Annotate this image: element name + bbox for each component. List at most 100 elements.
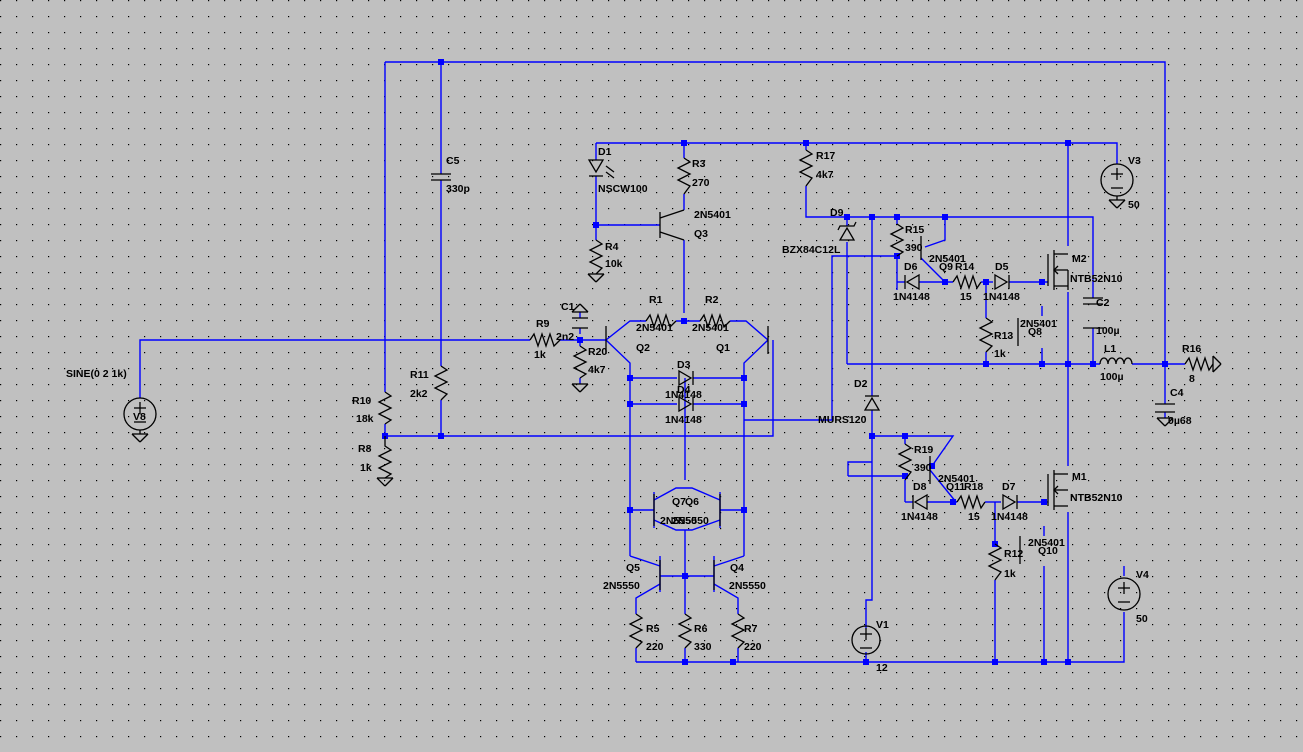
label-d2-ref: D2 xyxy=(854,378,868,390)
resistor-r7-symbol xyxy=(730,613,746,649)
zener-d9-symbol xyxy=(837,221,857,241)
label-r14-ref: R14 xyxy=(955,261,974,273)
diode-d6-symbol xyxy=(904,273,920,291)
label-d3-ref: D3 xyxy=(677,359,691,371)
source-label: SINE(0 2 1k) xyxy=(66,368,127,380)
ground-r8 xyxy=(376,477,394,487)
capacitor-c5-symbol xyxy=(431,173,451,181)
label-v3-ref: V3 xyxy=(1128,155,1141,167)
label-c1-value: 2n2 xyxy=(556,331,574,343)
label-r17-ref: R17 xyxy=(816,150,835,162)
label-v1-ref: V1 xyxy=(876,619,889,631)
label-r7-value: 220 xyxy=(744,641,762,653)
label-c1-ref: C1 xyxy=(561,301,575,313)
component-symbols xyxy=(123,149,1222,655)
label-v4-ref: V4 xyxy=(1136,569,1149,581)
ground-v8 xyxy=(131,433,149,443)
label-q11-value: 2N5401 xyxy=(938,473,975,485)
label-q5-ref: Q5 xyxy=(626,562,640,574)
label-d8-ref: D8 xyxy=(913,481,927,493)
resistor-r8-symbol xyxy=(377,436,393,479)
label-q9-ref: Q9 xyxy=(939,261,953,273)
label-q7-ref: Q7 xyxy=(672,496,686,508)
label-d5-value: 1N4148 xyxy=(983,291,1020,303)
mosfet-m1-symbol xyxy=(1047,470,1068,510)
source-v8-symbol xyxy=(123,397,157,434)
label-d6-value: 1N4148 xyxy=(893,291,930,303)
label-d9-value: BZX84C12L xyxy=(782,244,841,256)
label-c5-value: 330p xyxy=(446,183,470,195)
label-r3-ref: R3 xyxy=(692,158,706,170)
label-m1-ref: M1 xyxy=(1072,471,1087,483)
resistor-r12-symbol xyxy=(987,543,1003,581)
resistor-r20-symbol xyxy=(572,345,588,379)
resistor-r15-symbol xyxy=(889,223,905,257)
label-v8-ref: V8 xyxy=(133,411,146,423)
ground-c4 xyxy=(1156,417,1174,427)
label-c4-ref: C4 xyxy=(1170,387,1184,399)
label-q4-value: 2N5550 xyxy=(729,580,766,592)
label-r20-value: 4k7 xyxy=(588,364,606,376)
label-c5-ref: C5 xyxy=(446,155,460,167)
label-r15-ref: R15 xyxy=(905,224,924,236)
capacitor-c4-symbol xyxy=(1155,403,1175,413)
source-v4-symbol xyxy=(1107,577,1141,611)
resistor-r9-symbol xyxy=(529,331,561,349)
label-r15-value: 390 xyxy=(905,242,923,254)
resistor-r4-symbol xyxy=(588,239,604,275)
label-r17-value: 4k7 xyxy=(816,169,834,181)
resistor-r17-symbol xyxy=(798,149,814,187)
resistor-r16-symbol xyxy=(1184,355,1214,373)
label-r19-ref: R19 xyxy=(914,444,933,456)
label-r2-ref: R2 xyxy=(705,294,719,306)
label-c2-value: 100µ xyxy=(1096,325,1120,337)
label-q2-value: 2N5401 xyxy=(636,322,673,334)
label-d2-value: MURS120 xyxy=(818,414,867,426)
label-r3-value: 270 xyxy=(692,177,710,189)
resistor-r5-symbol xyxy=(628,613,644,649)
diode-d3-symbol xyxy=(678,369,694,387)
label-d4-ref: D4 xyxy=(677,384,691,396)
r16-terminal xyxy=(1212,355,1222,373)
label-r10-value: 18k xyxy=(356,413,374,425)
diode-d7-symbol xyxy=(1002,493,1018,511)
label-r13-value: 1k xyxy=(994,348,1006,360)
resistor-r11-symbol xyxy=(433,365,449,401)
resistor-r13-symbol xyxy=(978,317,994,353)
mosfet-m2-symbol xyxy=(1047,250,1069,290)
label-r5-ref: R5 xyxy=(646,623,660,635)
diode-d8-symbol xyxy=(912,493,928,511)
label-l1-ref: L1 xyxy=(1104,343,1116,355)
diode-d2-symbol xyxy=(863,395,881,411)
resistor-r18-symbol xyxy=(956,493,986,511)
label-q11-ref: Q11 xyxy=(946,481,965,493)
resistor-r3-symbol xyxy=(676,157,692,195)
label-q8-value: 2N5401 xyxy=(1020,318,1057,330)
label-q1-value: 2N5401 xyxy=(692,322,729,334)
capacitor-c2-symbol xyxy=(1083,297,1103,329)
label-r10-ref: R10 xyxy=(352,395,371,407)
resistor-r19-symbol xyxy=(897,443,913,481)
label-q10-value: 2N5401 xyxy=(1028,537,1065,549)
label-q4-ref: Q4 xyxy=(730,562,744,574)
led-d1-symbol xyxy=(587,159,615,179)
label-q3-ref: Q3 xyxy=(694,228,708,240)
label-q6-value: 2N5550 xyxy=(672,515,709,527)
label-q9-value: 2N5401 xyxy=(929,253,966,265)
label-r13-ref: R13 xyxy=(994,330,1013,342)
label-r8-value: 1k xyxy=(360,462,372,474)
source-v3-symbol xyxy=(1100,163,1134,200)
resistor-r2-symbol xyxy=(699,312,731,330)
label-q8-ref: Q8 xyxy=(1028,326,1042,338)
label-q1-ref: Q1 xyxy=(716,342,730,354)
ground-r4 xyxy=(587,273,605,283)
resistor-r1-symbol xyxy=(645,312,677,330)
source-v1-symbol xyxy=(851,625,881,655)
label-q5-value: 2N5550 xyxy=(603,580,640,592)
label-q10-ref: Q10 xyxy=(1038,545,1058,557)
label-q7-value: 2N5550 xyxy=(660,515,697,527)
label-r12-value: 1k xyxy=(1004,568,1016,580)
label-d6-ref: D6 xyxy=(904,261,918,273)
